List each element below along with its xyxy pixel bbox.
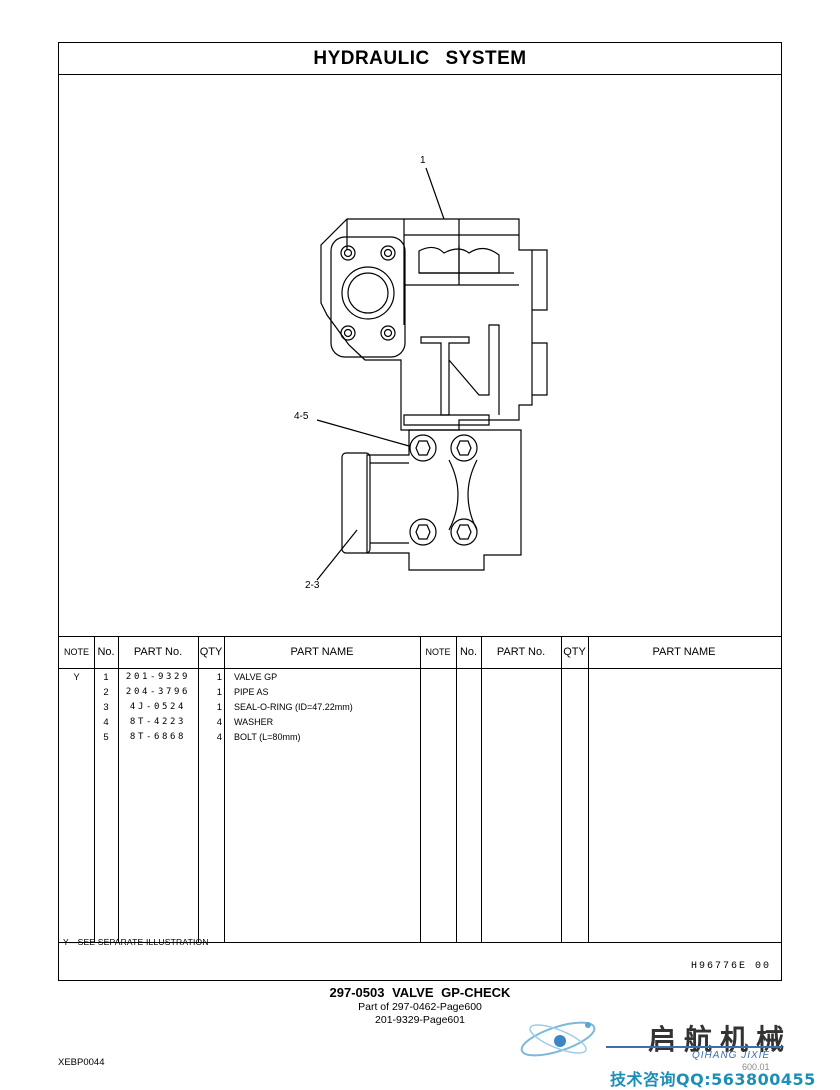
row-part-name: VALVE GP xyxy=(234,672,278,682)
orbit-logo-icon xyxy=(520,1021,596,1057)
col-divider xyxy=(198,637,199,942)
col-divider xyxy=(224,637,225,942)
document-id: XEBP0044 xyxy=(58,1057,105,1068)
callout-2-3: 2-3 xyxy=(305,580,320,591)
group-title: 297-0503 VALVE GP-CHECK xyxy=(329,985,511,1000)
col-divider xyxy=(456,637,457,942)
col-header-part-no-right: PART No. xyxy=(496,646,546,658)
callout-1: 1 xyxy=(420,155,426,166)
col-divider xyxy=(481,637,482,942)
row-qty: 1 xyxy=(216,687,222,698)
row-note xyxy=(59,700,94,715)
body-rule xyxy=(59,942,781,943)
col-divider xyxy=(561,637,562,942)
row-qty: 1 xyxy=(216,702,222,713)
parts-table: NOTE No. PART No. QTY PART NAME NOTE No.… xyxy=(59,636,781,972)
row-note xyxy=(59,730,94,745)
col-header-note-right: NOTE xyxy=(425,647,451,657)
watermark-contact: 技术咨询QQ:563800455 xyxy=(610,1070,816,1089)
watermark-underline xyxy=(606,1046,782,1048)
row-no: 3 xyxy=(103,702,109,713)
page-number: 600.01 xyxy=(742,1062,770,1072)
part-of-reference: Part of 297-0462-Page600 xyxy=(358,1001,482,1013)
drawing-reference: H96776E 00 xyxy=(690,961,771,972)
row-part-no: 201-9329 xyxy=(125,672,191,682)
valve-gp-check-exploded-drawing xyxy=(316,167,548,581)
row-no: 2 xyxy=(103,687,109,698)
page-reference: 201-9329-Page601 xyxy=(375,1014,465,1026)
col-header-part-name: PART NAME xyxy=(290,646,354,658)
row-no: 5 xyxy=(103,732,109,743)
col-divider xyxy=(118,637,119,942)
row-qty: 4 xyxy=(216,732,222,743)
watermark-pinyin: QIHANG JIXIE xyxy=(692,1050,771,1061)
col-header-qty: QTY xyxy=(199,646,223,658)
callout-4-5: 4-5 xyxy=(294,411,309,422)
illustration-area: 1 4-5 2-3 xyxy=(59,75,781,636)
row-part-no: 204-3796 xyxy=(125,687,191,697)
row-no: 4 xyxy=(103,717,109,728)
row-note xyxy=(59,715,94,730)
row-no: 1 xyxy=(103,672,109,683)
row-note: Y xyxy=(73,672,80,683)
row-part-name: PIPE AS xyxy=(234,687,269,697)
row-part-no: 4J-0524 xyxy=(129,702,187,712)
col-header-no-right: No. xyxy=(459,646,478,658)
row-note xyxy=(59,685,94,700)
col-header-part-name-right: PART NAME xyxy=(652,646,716,658)
watermark-company-name: 启航机械 xyxy=(648,1023,793,1056)
col-header-note: NOTE xyxy=(63,647,89,657)
col-header-part-no: PART No. xyxy=(133,646,183,658)
col-divider xyxy=(420,637,421,942)
col-header-no: No. xyxy=(97,646,115,658)
table-footnote: Y—SEE SEPARATE ILLUSTRATION xyxy=(63,937,209,947)
row-part-name: WASHER xyxy=(234,717,274,727)
row-part-name: BOLT (L=80mm) xyxy=(234,732,301,742)
parts-sheet-frame: HYDRAULIC SYSTEM xyxy=(58,42,782,981)
col-divider xyxy=(588,637,589,942)
col-divider xyxy=(94,637,95,942)
page-title: HYDRAULIC SYSTEM xyxy=(59,43,781,75)
row-part-no: 8T-4223 xyxy=(129,717,187,727)
row-part-name: SEAL-O-RING (ID=47.22mm) xyxy=(234,702,353,712)
row-qty: 4 xyxy=(216,717,222,728)
row-qty: 1 xyxy=(216,672,222,683)
col-header-qty-right: QTY xyxy=(563,646,586,658)
row-part-no: 8T-6868 xyxy=(129,732,187,742)
